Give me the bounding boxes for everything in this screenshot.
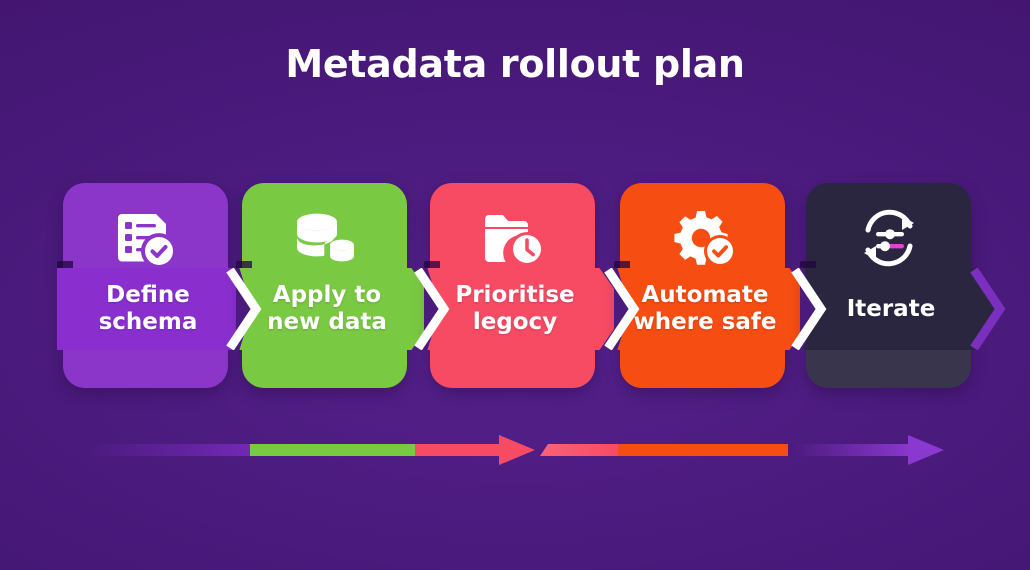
chevron-icon-4: [789, 268, 829, 350]
gear-check-icon: [620, 201, 785, 275]
database-stack-icon: [242, 201, 407, 275]
progress-segment-orange: [618, 444, 788, 456]
progress-arrowhead-purple: [908, 435, 944, 465]
band-shadow-tab-left-2: [236, 261, 252, 270]
step-label-5: Iterate: [846, 295, 936, 322]
progress-segment-pink-second: [540, 444, 618, 456]
step-band-5: Iterate: [800, 268, 1004, 350]
band-shadow-tab-left-4: [614, 261, 630, 270]
progress-arrowhead-pink: [499, 435, 535, 465]
band-shadow-tab-left-3: [424, 261, 440, 270]
chevron-icon-1: [224, 268, 264, 350]
progress-segment-purple-end: [788, 444, 913, 456]
process-step-5[interactable]: Iterate: [800, 183, 1004, 388]
progress-segment-green: [250, 444, 415, 456]
chevron-icon-2: [412, 268, 452, 350]
progress-segment-pink: [415, 444, 505, 456]
progress-segment-purple-start: [85, 444, 250, 456]
document-checklist-check-icon: [63, 201, 228, 275]
band-shadow-tab-left-5: [800, 261, 816, 270]
refresh-sliders-icon: [806, 201, 971, 275]
band-shadow-tab-left-1: [57, 261, 73, 270]
progress-timeline: [0, 430, 1030, 470]
page-title: Metadata rollout plan: [285, 42, 745, 86]
folder-clock-icon: [430, 201, 595, 275]
chevron-icon-3: [602, 268, 642, 350]
chevron-icon-5: [968, 268, 1008, 350]
